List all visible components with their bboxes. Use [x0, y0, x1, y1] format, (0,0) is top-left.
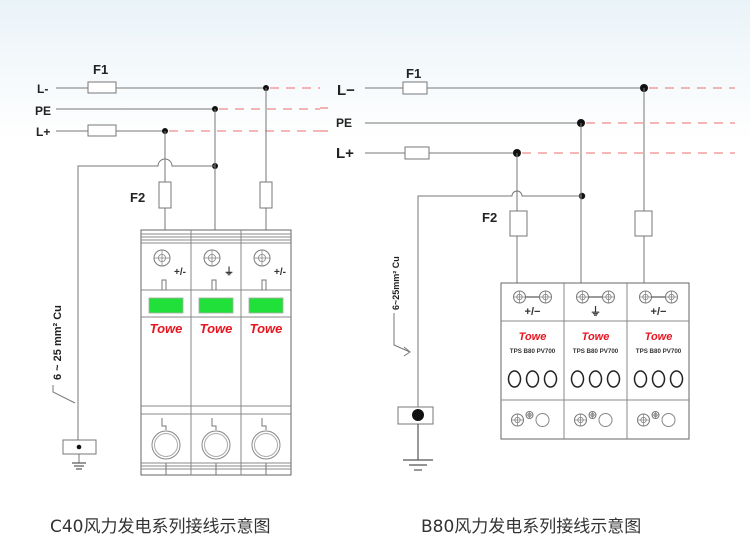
label-f2: F2: [482, 210, 497, 225]
c40-diagram: L- PE L+ F1 F2 6 ~ 25 mm² Cu: [35, 62, 320, 476]
label-pe: PE: [35, 104, 51, 118]
model-label: TPS B80 PV700: [510, 348, 556, 355]
fuse-f1-l-plus: [87, 124, 117, 137]
terminal-label: +/-: [274, 267, 286, 278]
caption-c40: C40风力发电系列接线示意图: [50, 517, 271, 537]
label-f1: F1: [406, 66, 421, 81]
terminal-label: ⏚: [590, 305, 601, 318]
fuse-f2-l-plus: [158, 181, 172, 209]
led-window: [606, 370, 621, 388]
cable-port-icon: [151, 430, 181, 460]
brand-logo: Towe: [645, 331, 673, 343]
brand-logo: Towe: [582, 331, 610, 343]
label-pe: PE: [336, 116, 352, 130]
brand-logo: Towe: [519, 331, 547, 343]
c40-pole: +/- Towe: [148, 249, 186, 475]
cable-port-icon: [661, 413, 676, 427]
wire-ground-branch: [77, 158, 215, 445]
fuse-f2-l-minus: [634, 210, 653, 237]
c40-pole: +/- Towe: [248, 249, 286, 475]
cable-port-icon: [535, 413, 550, 427]
cable-note: 6 ~ 25 mm² Cu: [52, 305, 64, 380]
ground-terminal-dot: [412, 409, 424, 421]
brand-logo: Towe: [150, 321, 183, 336]
fuse-f2-l-minus: [259, 181, 273, 209]
c40-poles: +/- Towe ⏚ Towe +/- Towe: [148, 249, 286, 475]
terminal-label: ⏚: [224, 266, 234, 278]
label-l-plus: L+: [36, 125, 50, 139]
brand-logo: Towe: [200, 321, 233, 336]
fuse-f1-l-minus: [402, 81, 428, 95]
label-f2: F2: [130, 190, 145, 205]
label-l-plus: L+: [336, 145, 354, 162]
led-window: [633, 370, 648, 388]
led-window: [543, 370, 558, 388]
label-l-minus: L−: [337, 82, 355, 99]
model-label: TPS B80 PV700: [636, 348, 682, 355]
led-window: [507, 370, 522, 388]
cable-port-icon: [251, 430, 281, 460]
ground-terminal-dot: [76, 444, 82, 450]
led-window: [525, 370, 540, 388]
wire-ground-branch: [417, 190, 582, 414]
label-l-minus: L-: [37, 82, 48, 96]
cable-leader: [393, 313, 411, 353]
status-indicator: [198, 297, 234, 314]
fuse-f1-l-minus: [87, 81, 117, 94]
led-window: [570, 370, 585, 388]
cable-port-icon: [598, 413, 613, 427]
cable-arrow: [403, 346, 411, 357]
caption-b80: B80风力发电系列接线示意图: [421, 517, 642, 537]
cable-leader: [52, 385, 76, 404]
fuse-f2-l-plus: [509, 210, 528, 237]
terminal-label: +/-: [174, 267, 186, 278]
terminal-label: +/−: [525, 306, 541, 318]
b80-diagram: L− PE L+ F1 F2 6~25mm² Cu: [320, 66, 735, 471]
status-indicator: [148, 297, 184, 314]
label-f1: F1: [93, 62, 108, 77]
fuse-f1-l-plus: [404, 146, 430, 160]
model-label: TPS B80 PV700: [573, 348, 619, 355]
led-window: [669, 370, 684, 388]
led-window: [651, 370, 666, 388]
led-window: [588, 370, 603, 388]
cable-port-icon: [201, 430, 231, 460]
c40-spd-module: [140, 229, 292, 476]
terminal-label: +/−: [651, 306, 667, 318]
cable-note: 6~25mm² Cu: [391, 256, 401, 310]
status-indicator: [248, 297, 284, 314]
c40-module-body: [140, 229, 292, 476]
c40-pole: ⏚ Towe: [198, 249, 234, 475]
brand-logo: Towe: [250, 321, 283, 336]
